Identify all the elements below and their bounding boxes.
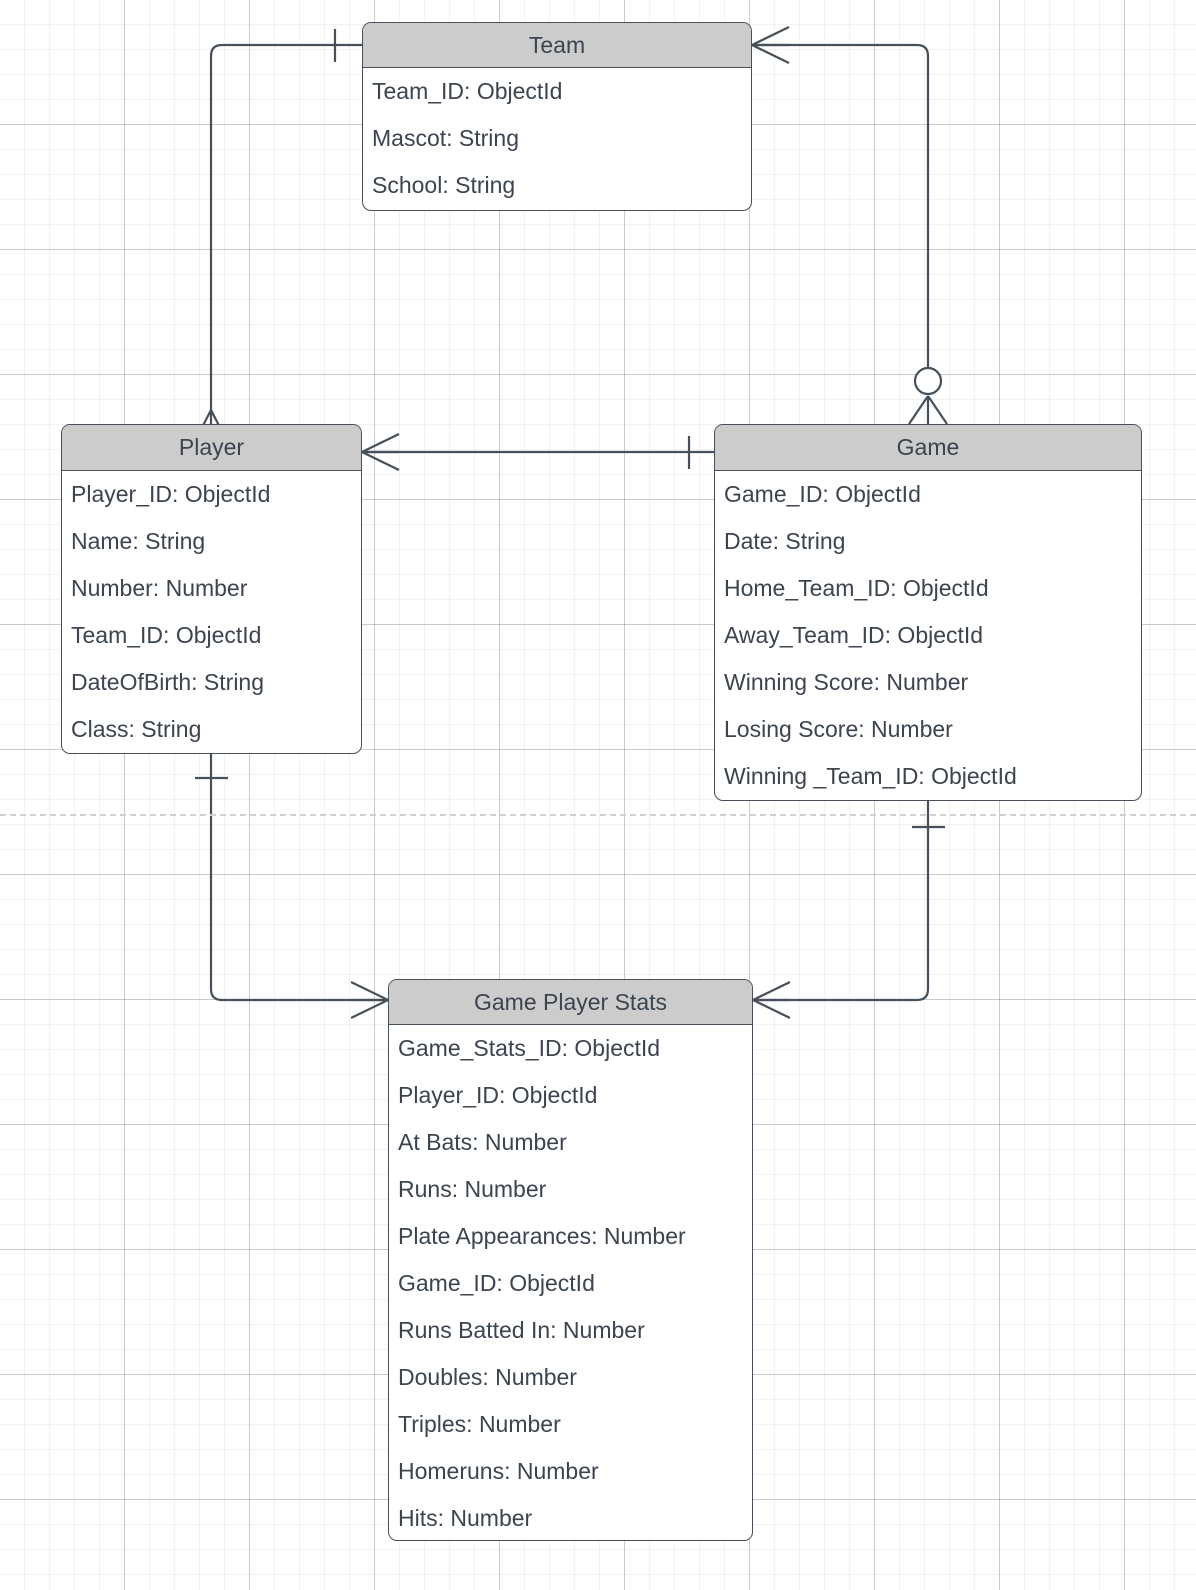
edge-player-stats	[195, 754, 389, 1019]
entity-game-attribute-list: Game_ID: ObjectId Date: String Home_Team…	[715, 471, 1141, 800]
edge-team-player	[191, 29, 362, 448]
attribute-row: Number: Number	[71, 575, 248, 601]
attribute-row: Winning _Team_ID: ObjectId	[724, 763, 1017, 789]
entity-game-player-stats-attribute-list: Game_Stats_ID: ObjectId Player_ID: Objec…	[389, 1025, 752, 1540]
entity-player[interactable]: Player Player_ID: ObjectId Name: String …	[61, 424, 362, 754]
entity-game-player-stats[interactable]: Game Player Stats Game_Stats_ID: ObjectI…	[388, 979, 753, 1541]
attribute-row: Team_ID: ObjectId	[372, 78, 563, 104]
attribute-row: Doubles: Number	[398, 1364, 577, 1390]
attribute-row: Mascot: String	[372, 125, 519, 151]
attribute-row: Game_Stats_ID: ObjectId	[398, 1035, 661, 1061]
attribute-row: Homeruns: Number	[398, 1458, 599, 1484]
attribute-row: Name: String	[71, 528, 206, 554]
attribute-row: School: String	[372, 172, 516, 198]
edge-game-stats	[752, 801, 945, 1019]
attribute-row: Losing Score: Number	[724, 716, 953, 742]
attribute-row: At Bats: Number	[398, 1129, 567, 1155]
attribute-row: Away_Team_ID: ObjectId	[724, 622, 984, 648]
attribute-row: Home_Team_ID: ObjectId	[724, 575, 989, 601]
entity-player-attribute-list: Player_ID: ObjectId Name: String Number:…	[62, 471, 361, 753]
entity-game-title: Game	[715, 425, 1141, 471]
entity-team[interactable]: Team Team_ID: ObjectId Mascot: String Sc…	[362, 22, 752, 211]
attribute-row: Winning Score: Number	[724, 669, 969, 695]
attribute-row: Hits: Number	[398, 1505, 533, 1531]
entity-game[interactable]: Game Game_ID: ObjectId Date: String Home…	[714, 424, 1142, 801]
attribute-row: Runs: Number	[398, 1176, 547, 1202]
attribute-row: DateOfBirth: String	[71, 669, 265, 695]
attribute-row: Game_ID: ObjectId	[398, 1270, 595, 1296]
attribute-row: Team_ID: ObjectId	[71, 622, 262, 648]
attribute-row: Plate Appearances: Number	[398, 1223, 686, 1249]
entity-game-player-stats-title: Game Player Stats	[389, 980, 752, 1025]
attribute-row: Runs Batted In: Number	[398, 1317, 645, 1343]
attribute-row: Class: String	[71, 716, 202, 742]
attribute-row: Triples: Number	[398, 1411, 561, 1437]
attribute-row: Player_ID: ObjectId	[398, 1082, 598, 1108]
edge-team-game	[751, 26, 948, 425]
attribute-row: Date: String	[724, 528, 846, 554]
attribute-row: Game_ID: ObjectId	[724, 481, 921, 507]
edge-player-game	[361, 433, 714, 471]
entity-team-title: Team	[363, 23, 751, 68]
entity-player-title: Player	[62, 425, 361, 471]
attribute-row: Player_ID: ObjectId	[71, 481, 271, 507]
page-break-guide	[0, 814, 1196, 816]
entity-team-attribute-list: Team_ID: ObjectId Mascot: String School:…	[363, 68, 751, 209]
